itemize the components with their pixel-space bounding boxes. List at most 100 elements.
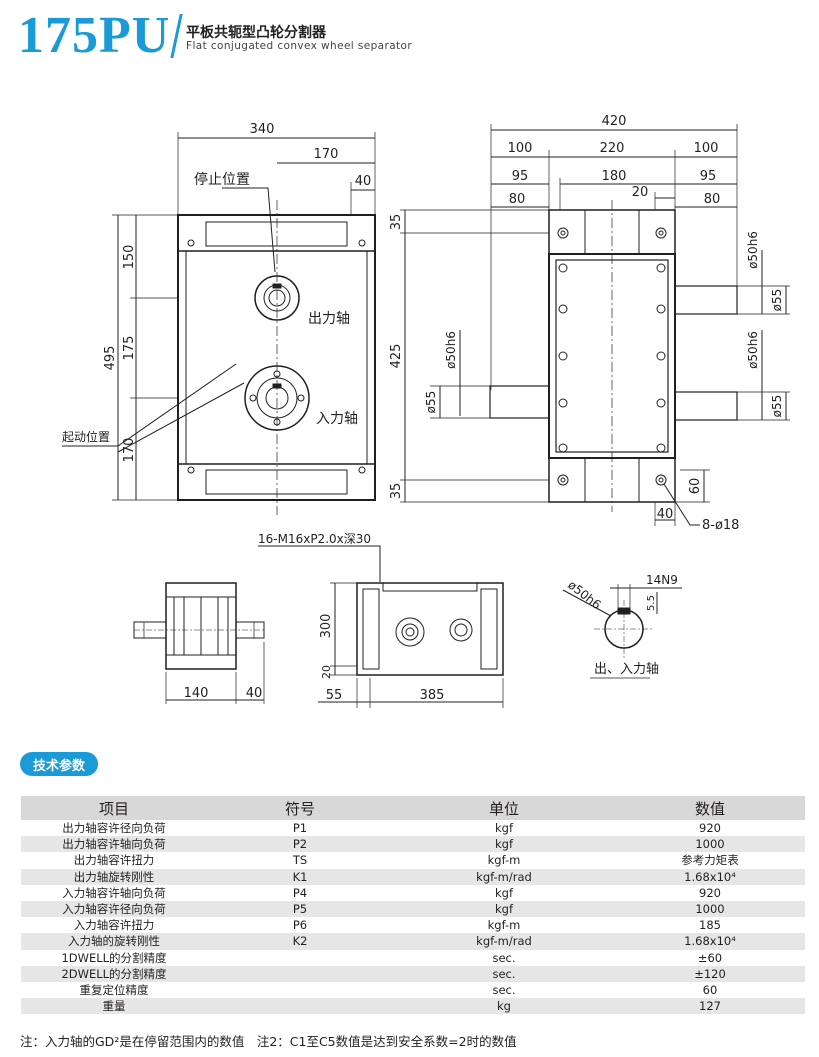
bottom-view — [258, 545, 504, 708]
cell-item: 入力轴的旋转刚性 — [21, 933, 207, 950]
cell-item: 入力轴容许轴向负荷 — [62, 885, 166, 900]
top-dim-425: 425 — [389, 344, 404, 369]
table-row: 重复定位精度 sec. 60 — [21, 982, 805, 998]
top-dim-35-bottom: 35 — [389, 483, 404, 500]
header-item: 项目 — [21, 796, 207, 820]
top-dim-shaft-dia-upper: ø50h6 — [746, 231, 760, 269]
top-dim-95-right: 95 — [700, 169, 717, 184]
front-dim-width: 340 — [250, 122, 275, 137]
header-unit: 单位 — [393, 796, 615, 820]
cell-value: 127 — [615, 998, 805, 1015]
bottom-dim-300: 300 — [319, 614, 334, 639]
cell-value: ±60 — [697, 950, 723, 965]
bottom-dim-385: 385 — [420, 688, 445, 703]
top-dim-95-left: 95 — [512, 169, 529, 184]
output-shaft-label: 出力轴 — [308, 311, 350, 327]
cell-value: 1000 — [615, 836, 805, 853]
tech-params-badge: 技术参数 — [20, 752, 98, 776]
side-dim-140: 140 — [184, 686, 209, 701]
top-dim-total: 420 — [602, 114, 627, 129]
top-dim-shaft-55-lower: ø55 — [770, 395, 784, 418]
keyway-depth-label: 5.5 — [646, 595, 657, 611]
cell-unit: sec. — [393, 965, 615, 982]
top-dim-100-left: 100 — [508, 141, 533, 156]
title-chinese: 平板共轭型凸轮分割器 — [186, 25, 326, 41]
front-dim-170: 170 — [122, 438, 137, 463]
cell-unit: kgf — [494, 821, 513, 836]
top-dim-shaft-55-left: ø55 — [424, 391, 438, 414]
top-dim-100-right: 100 — [694, 141, 719, 156]
spec-table-header: 项目 符号 单位 数值 — [21, 796, 805, 820]
mounting-hole-label: 8-ø18 — [702, 518, 739, 533]
model-number: 175PU — [18, 7, 171, 64]
cell-unit: kgf-m/rad — [393, 933, 615, 950]
top-dim-20: 20 — [632, 185, 649, 200]
cell-value: 920 — [699, 885, 721, 900]
cell-value: 1.68x10⁴ — [615, 933, 805, 950]
top-dim-60: 60 — [688, 478, 703, 495]
front-dim-40: 40 — [355, 174, 372, 189]
cell-symbol: P4 — [292, 885, 308, 900]
cell-item: 入力轴容许径向负荷 — [21, 900, 207, 918]
cell-item: 重复定位精度 — [79, 982, 149, 997]
cell-value: ±120 — [615, 965, 805, 982]
cell-value: 1000 — [615, 900, 805, 918]
shaft-section — [562, 584, 682, 679]
top-dim-shaft-dia-lower: ø50h6 — [746, 331, 760, 369]
thread-spec-label: 16-M16xP2.0x深30 — [258, 532, 371, 546]
cell-unit: kgf-m — [487, 853, 521, 868]
cell-item: 出力轴旋转刚性 — [21, 868, 207, 885]
table-row: 入力轴容许轴向负荷 P4 kgf 920 — [21, 885, 805, 901]
top-dim-shaft-dia-left: ø50h6 — [444, 331, 458, 369]
front-dim-height: 495 — [103, 346, 118, 371]
top-dim-180: 180 — [602, 169, 627, 184]
header-value: 数值 — [615, 796, 805, 820]
shaft-section-label: 出、入力轴 — [594, 662, 659, 677]
front-dim-half: 170 — [314, 147, 339, 162]
cell-symbol — [207, 998, 393, 1015]
side-dim-40: 40 — [246, 686, 263, 701]
cell-symbol: P2 — [207, 836, 393, 853]
cell-unit: kgf-m/rad — [393, 868, 615, 885]
cell-symbol: P6 — [292, 918, 308, 933]
top-dim-35-top: 35 — [389, 214, 404, 231]
top-dim-shaft-55-upper: ø55 — [770, 289, 784, 312]
start-position-label: 起动位置 — [62, 429, 110, 444]
footnote: 注：入力轴的GD²是在停留范围内的数值 注2：C1至C5数值是达到安全系数=2时… — [20, 1034, 517, 1049]
cell-value: 920 — [699, 821, 721, 836]
stop-position-label: 停止位置 — [194, 171, 250, 188]
side-view — [133, 582, 265, 704]
cell-item: 1DWELL的分割精度 — [61, 950, 167, 965]
cell-symbol: K2 — [207, 933, 393, 950]
front-dim-175: 175 — [122, 336, 137, 361]
cell-unit: sec. — [492, 982, 516, 997]
cell-value: 60 — [702, 982, 718, 997]
cell-unit: sec. — [492, 950, 516, 965]
cell-symbol: K1 — [207, 868, 393, 885]
cell-unit: kgf-m — [487, 918, 521, 933]
cell-symbol — [207, 965, 393, 982]
cell-symbol: TS — [292, 853, 308, 868]
cell-unit: kgf — [494, 885, 513, 900]
cell-value: 185 — [699, 918, 721, 933]
cell-symbol — [207, 982, 393, 998]
cell-value: 1.68x10⁴ — [615, 868, 805, 885]
cell-item: 出力轴容许扭力 — [73, 853, 155, 868]
front-dim-150: 150 — [122, 245, 137, 270]
cell-symbol: P5 — [207, 900, 393, 918]
bottom-dim-55: 55 — [326, 688, 343, 703]
keyway-width-label: 14N9 — [646, 573, 678, 587]
title-english: Flat conjugated convex wheel separator — [186, 40, 413, 52]
table-row: 1DWELL的分割精度 sec. ±60 — [21, 950, 805, 966]
top-dim-80-right: 80 — [704, 192, 721, 207]
